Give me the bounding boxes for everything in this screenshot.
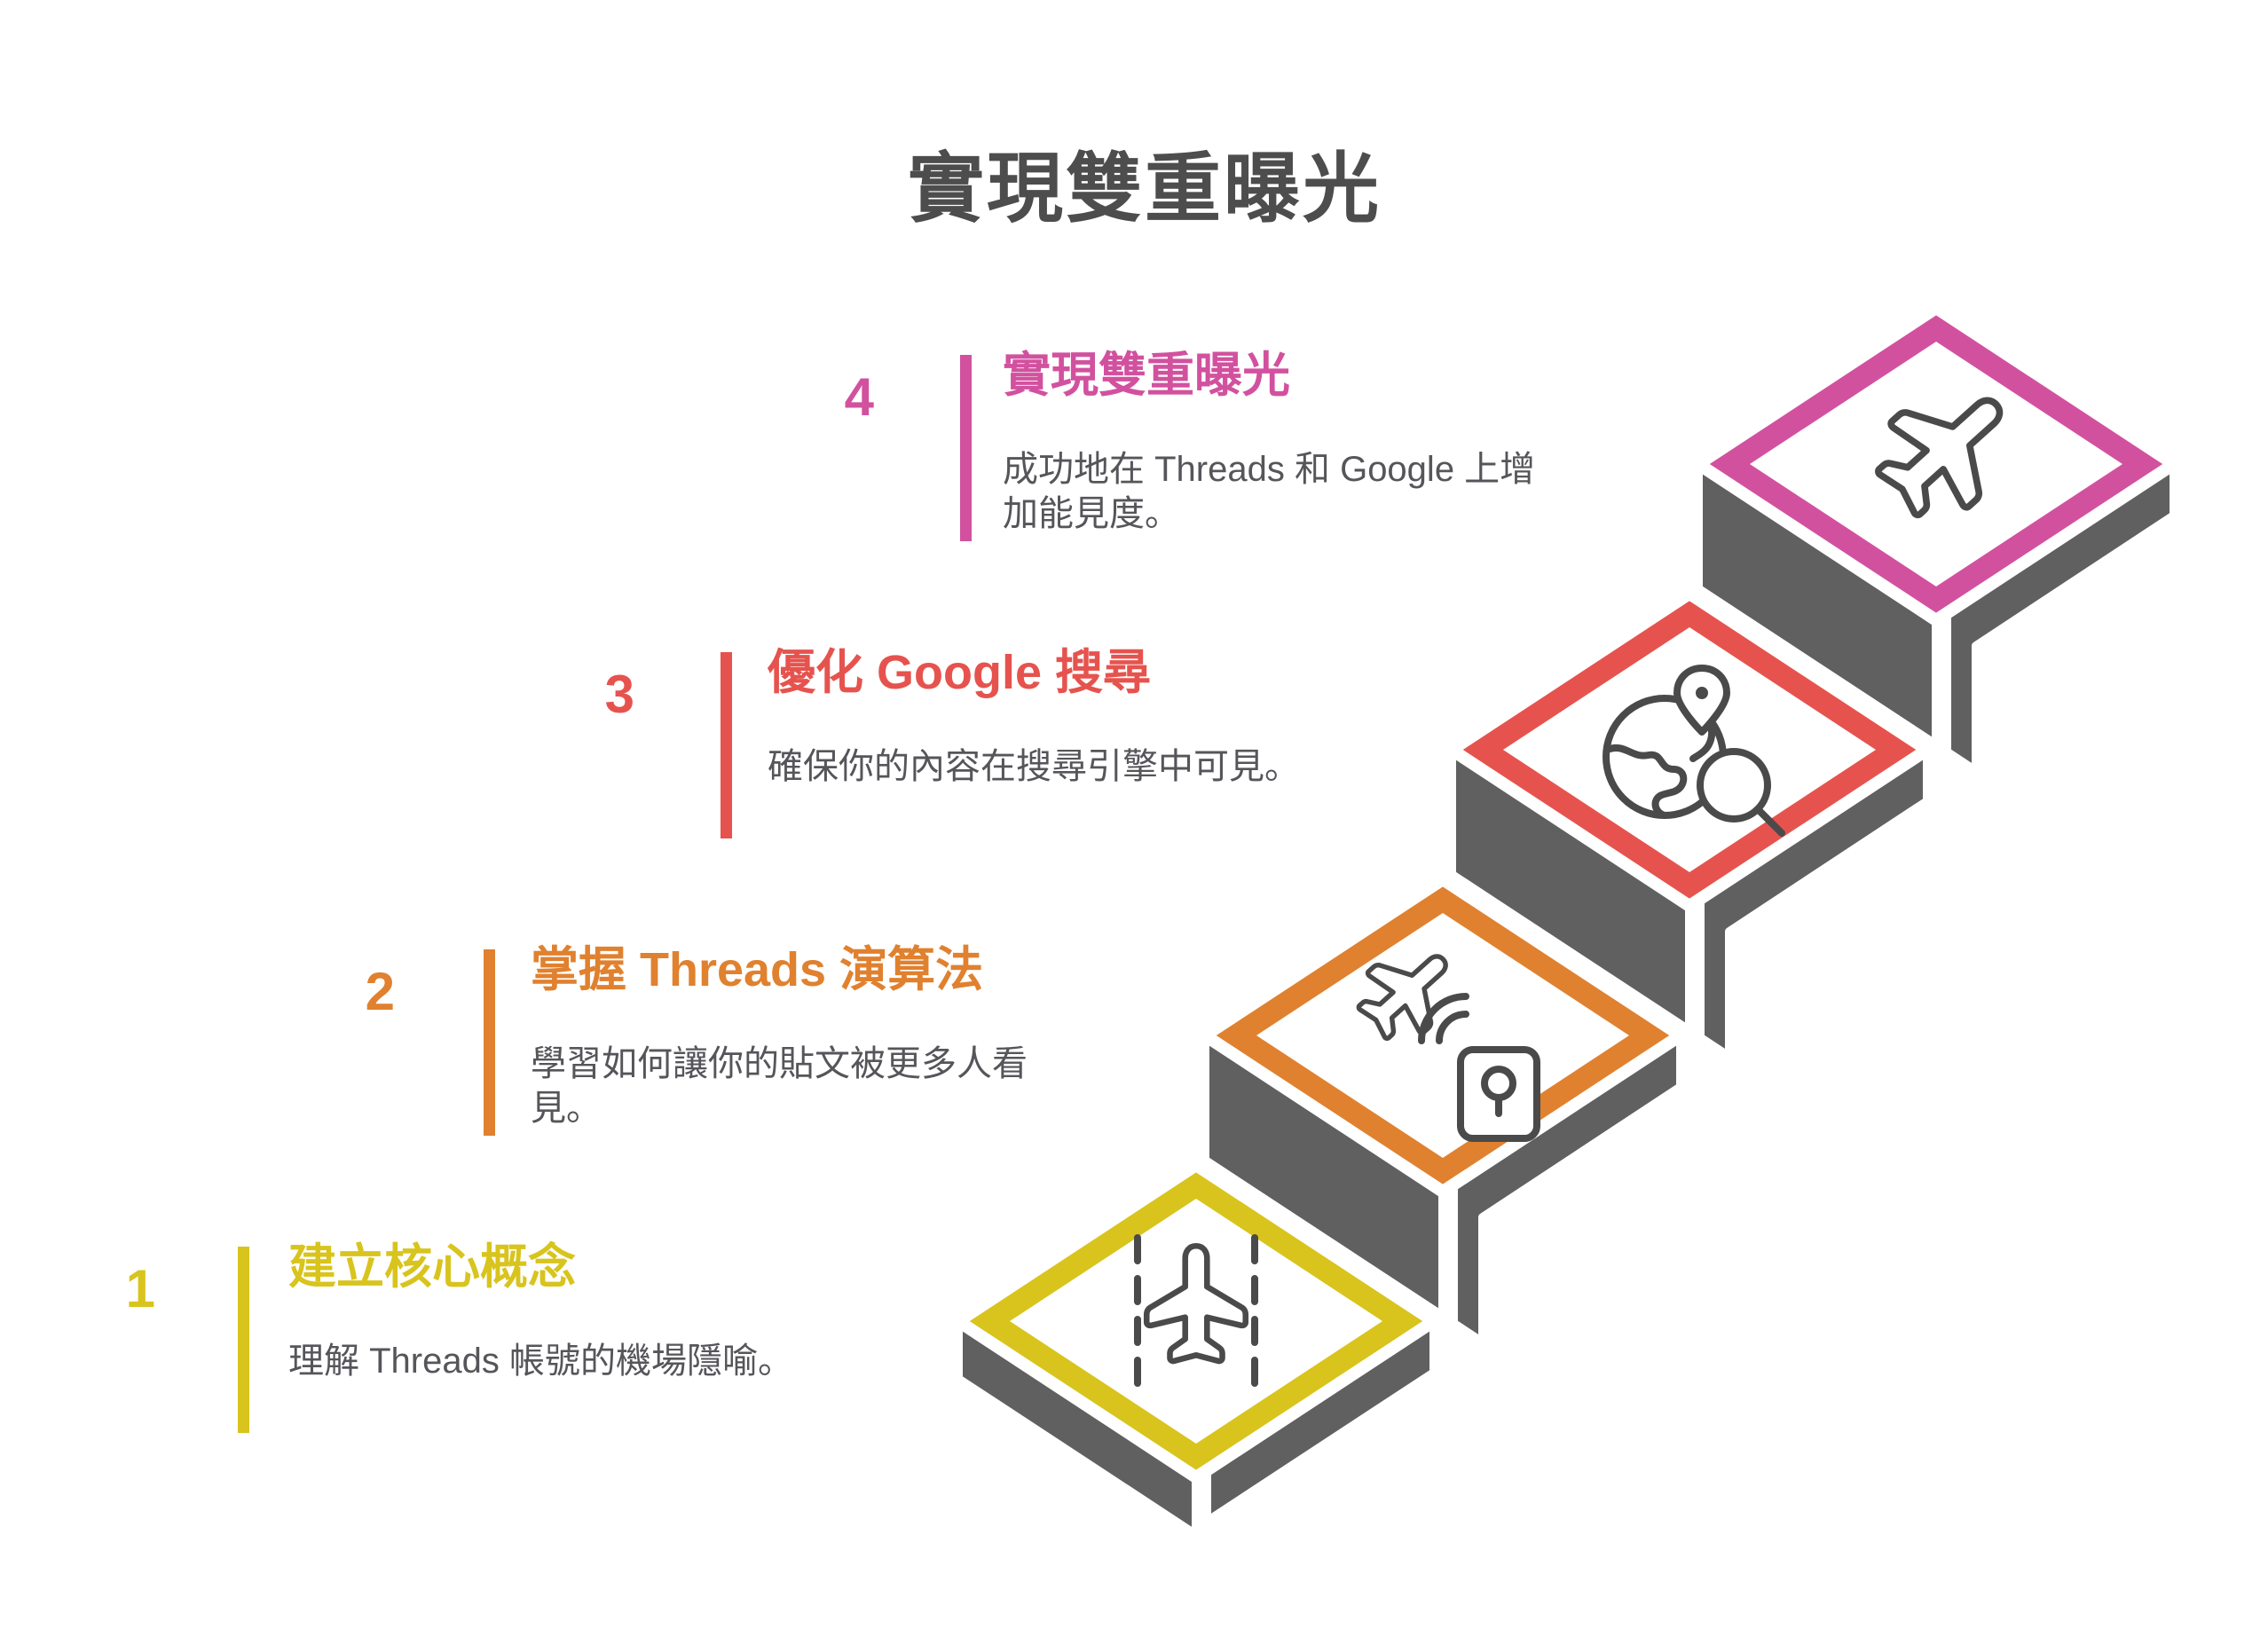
- step-heading: 實現雙重曝光: [1003, 349, 1290, 402]
- step-accent-bar: [484, 949, 495, 1136]
- step-number: 3: [604, 665, 634, 724]
- step-heading: 掌握 Threads 演算法: [531, 943, 984, 996]
- step-accent-bar: [960, 355, 972, 541]
- step-heading: 優化 Google 搜尋: [768, 646, 1151, 699]
- stair-step: [1445, 587, 1933, 1062]
- step-description: 理解 Threads 帳號的機場隱喻。: [288, 1342, 793, 1381]
- page-title: 實現雙重曝光: [908, 146, 1382, 232]
- stair-step: [952, 1159, 1440, 1539]
- step-description: 成功地在 Threads 和 Google 上增加能見度。: [1003, 450, 1536, 533]
- step-heading: 建立核心概念: [288, 1240, 576, 1294]
- step-number: 1: [125, 1259, 155, 1318]
- step-description: 確保你的內容在搜尋引擎中可見。: [768, 747, 1300, 786]
- step-number: 2: [365, 962, 395, 1021]
- stair-step: [1199, 873, 1687, 1348]
- stair-step: [1692, 302, 2180, 776]
- step-number: 4: [844, 367, 874, 427]
- step-accent-bar: [238, 1247, 249, 1433]
- step-description: 學習如何讓你的貼文被更多人看見。: [531, 1044, 1028, 1128]
- step-accent-bar: [721, 652, 732, 838]
